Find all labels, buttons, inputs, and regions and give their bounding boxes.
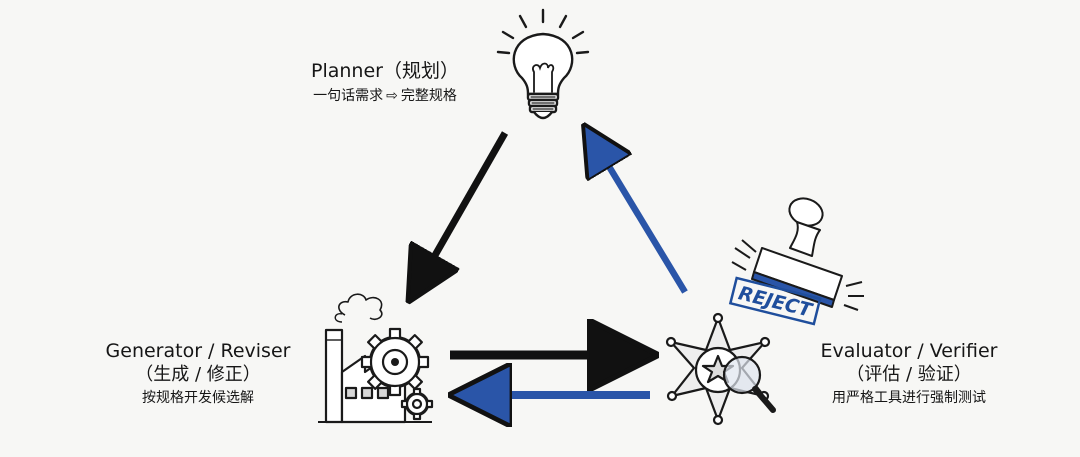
evaluator-title: Evaluator / Verifier — [820, 340, 998, 362]
lightbulb-icon — [496, 8, 590, 120]
evaluator-label: Evaluator / Verifier （评估 / 验证） 用严格工具进行强制… — [796, 340, 1022, 408]
generator-desc: 按规格开发候选解 — [142, 390, 254, 407]
generator-label: Generator / Reviser （生成 / 修正） 按规格开发候选解 — [88, 340, 308, 408]
planner-desc-to: 完整规格 — [400, 87, 457, 104]
planner-desc: 一句话需求⇨完整规格 — [270, 88, 500, 106]
planner-desc-from: 一句话需求 — [313, 87, 384, 104]
arrow-planner-to-generator — [418, 131, 509, 285]
right-arrow-icon: ⇨ — [386, 87, 398, 104]
evaluator-desc: 用严格工具进行强制测试 — [832, 390, 986, 407]
generator-subtitle: （生成 / 修正） — [135, 363, 261, 385]
factory-gear-icon — [318, 293, 434, 424]
generator-title: Generator / Reviser — [105, 340, 291, 362]
planner-label: Planner（规划） 一句话需求⇨完整规格 — [270, 60, 500, 105]
sheriff-badge-magnifier-icon — [665, 312, 776, 426]
arrow-evaluator-to-planner — [593, 140, 688, 294]
planner-title: Planner（规划） — [311, 60, 459, 82]
evaluator-subtitle: （评估 / 验证） — [846, 363, 972, 385]
